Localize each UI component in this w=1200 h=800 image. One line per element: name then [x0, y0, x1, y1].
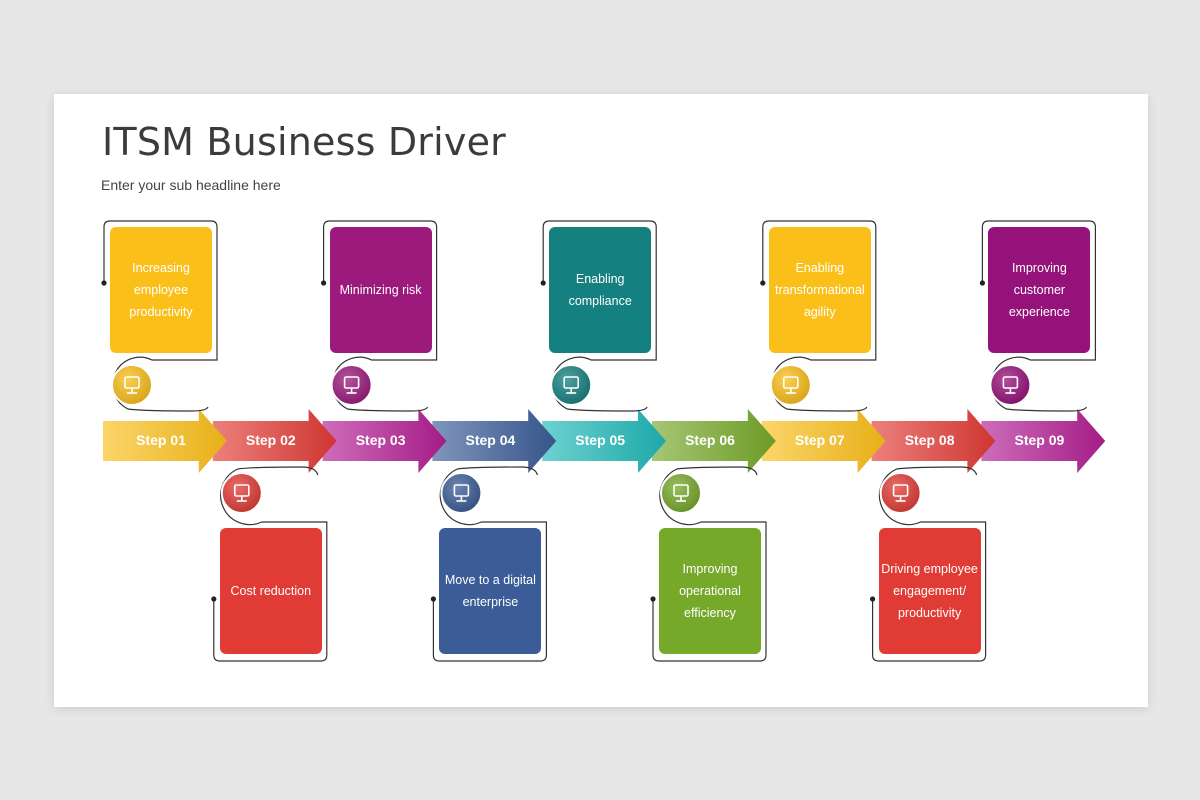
step-arrow	[103, 409, 227, 473]
step-card-text: Improving customer experience	[1008, 261, 1070, 319]
step-card-text: Enabling compliance	[568, 272, 632, 308]
step-label: Step 06	[685, 432, 735, 448]
step-card-text: Cost reduction	[230, 584, 312, 598]
step-label: Step 03	[355, 432, 406, 448]
connector-line	[323, 220, 438, 412]
step-arrow	[761, 409, 886, 473]
step-card-text: Minimizing risk	[339, 283, 422, 297]
target-icon	[769, 364, 812, 406]
connector-line	[981, 220, 1096, 412]
slide-subtitle: Enter your sub headline here	[101, 177, 281, 193]
person-dollar-icon	[989, 364, 1032, 406]
digital-settings-icon	[440, 472, 483, 514]
step-label: Step 02	[245, 432, 296, 448]
connector-dot	[321, 280, 327, 286]
step-arrow	[652, 409, 776, 473]
step-arrow	[981, 409, 1106, 473]
step-label: Step 07	[794, 432, 845, 448]
connector-line	[762, 220, 877, 412]
step-card: Minimizing risk	[329, 227, 432, 353]
connector-line	[103, 220, 218, 412]
step-arrow	[432, 409, 557, 473]
slide-title: ITSM Business Driver	[102, 120, 506, 164]
connector-dot	[540, 280, 546, 286]
step-card: Move to a digital enterprise	[439, 528, 542, 654]
step-arrow	[871, 409, 996, 473]
step-card: Enabling compliance	[549, 227, 652, 353]
step-card: Enabling transformational agility	[768, 227, 871, 353]
step-card: Increasing employee productivity	[110, 227, 212, 353]
team-icon	[879, 472, 922, 514]
connector-dot	[979, 280, 986, 286]
presenter-board-icon	[330, 364, 373, 406]
step-arrow	[212, 409, 337, 473]
invoice-dollar-icon	[220, 472, 263, 514]
money-bag-icon	[660, 472, 702, 514]
connector-line	[542, 220, 657, 412]
step-card-text: Move to a digital enterprise	[444, 573, 536, 609]
step-card-text: Improving operational efficiency	[679, 562, 741, 620]
step-card-text: Enabling transformational agility	[774, 261, 865, 319]
connector-line	[213, 466, 328, 662]
step-label: Step 04	[465, 432, 516, 448]
connector-line	[432, 466, 547, 662]
presentation-screen-icon	[111, 364, 153, 406]
process-diagram	[101, 220, 1106, 662]
step-label: Step 05	[575, 432, 626, 448]
connector-dot	[430, 596, 436, 602]
slide: ITSM Business Driver Enter your sub head…	[54, 94, 1148, 707]
step-card: Driving employee engagement/ productivit…	[878, 528, 981, 654]
connector-line	[652, 466, 767, 662]
step-arrow	[542, 409, 666, 473]
connector-dot	[870, 596, 876, 602]
step-label: Step 01	[136, 432, 186, 448]
step-card: Improving customer experience	[988, 227, 1091, 353]
connector-dot	[211, 596, 217, 602]
step-label: Step 08	[904, 432, 955, 448]
step-arrow	[322, 409, 447, 473]
step-card: Improving operational efficiency	[659, 528, 761, 654]
connector-dot	[101, 280, 107, 286]
connector-line	[872, 466, 987, 662]
step-label: Step 09	[1014, 432, 1065, 448]
connector-dot	[760, 280, 766, 286]
step-card-text: Increasing employee productivity	[129, 261, 193, 319]
step-card: Cost reduction	[219, 528, 322, 654]
step-card-text: Driving employee engagement/ productivit…	[881, 562, 978, 620]
connector-dot	[650, 596, 656, 602]
person-percent-icon	[550, 364, 593, 406]
